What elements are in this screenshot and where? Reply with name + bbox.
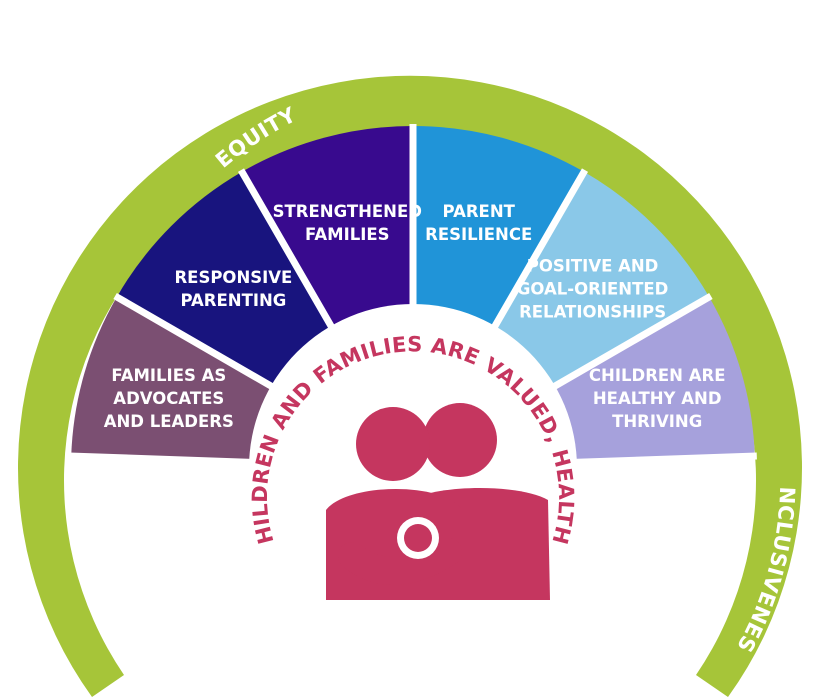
segment-label-4: PARENT RESILIENCE bbox=[425, 202, 532, 244]
segment-label-5-line-1: POSITIVE AND bbox=[527, 256, 659, 275]
segment-label-6-line-2: HEALTHY AND bbox=[593, 389, 722, 408]
segment-label-6-line-3: THRIVING bbox=[612, 412, 702, 431]
segment-label-5: POSITIVE AND GOAL-ORIENTED RELATIONSHIPS bbox=[517, 256, 668, 321]
segment-label-5-line-2: GOAL-ORIENTED bbox=[517, 279, 668, 298]
segment-label-6-line-1: CHILDREN ARE bbox=[589, 366, 726, 385]
outer-ring bbox=[18, 75, 802, 697]
segment-label-4-line-1: PARENT bbox=[443, 202, 516, 221]
segment-label-4-line-2: RESILIENCE bbox=[425, 225, 532, 244]
segment-labels: FAMILIES AS ADVOCATES AND LEADERS RESPONSIV… bbox=[104, 202, 726, 431]
back-parent-head-icon bbox=[423, 403, 497, 477]
segment-label-3-line-2: FAMILIES bbox=[305, 225, 390, 244]
segment-label-2: RESPONSIVE PARENTING bbox=[174, 268, 292, 310]
child-head-inner-icon bbox=[404, 524, 432, 552]
segment-label-1-line-2: ADVOCATES bbox=[113, 389, 224, 408]
parent-and-child-icon bbox=[326, 403, 550, 600]
segment-label-1-line-1: FAMILIES AS bbox=[111, 366, 226, 385]
segment-label-5-line-3: RELATIONSHIPS bbox=[519, 302, 666, 321]
segment-label-3: STRENGTHENED FAMILIES bbox=[273, 202, 422, 244]
segment-label-2-line-2: PARENTING bbox=[180, 291, 286, 310]
segment-label-1-line-3: AND LEADERS bbox=[104, 412, 234, 431]
parent-arm-icon bbox=[338, 538, 462, 586]
segment-label-6: CHILDREN ARE HEALTHY AND THRIVING bbox=[589, 366, 726, 431]
front-parent-head-icon bbox=[356, 407, 430, 481]
segment-label-3-line-1: STRENGTHENED bbox=[273, 202, 422, 221]
segment-label-2-line-1: RESPONSIVE bbox=[174, 268, 292, 287]
segment-label-1: FAMILIES AS ADVOCATES AND LEADERS bbox=[104, 366, 234, 431]
